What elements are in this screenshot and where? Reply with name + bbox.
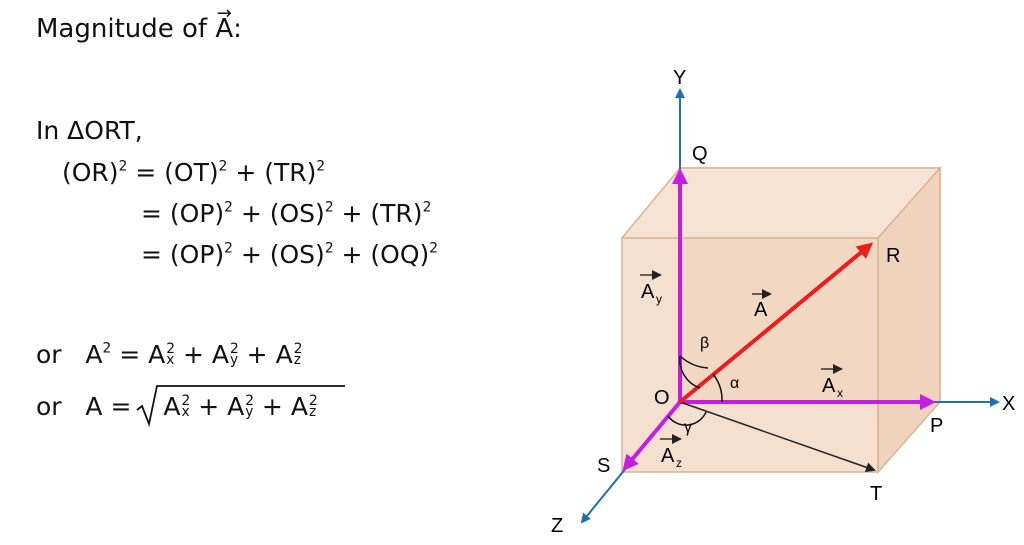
- equation-2: = (OP)2 + (OS)2 + (TR)2: [141, 199, 431, 228]
- title-suffix: :: [233, 14, 242, 44]
- eq1-rhs2-exp: 2: [316, 158, 326, 175]
- eq5-or: or: [36, 392, 62, 421]
- eq4-plus1: +: [182, 340, 204, 369]
- eq4-plus2: +: [246, 340, 268, 369]
- label-angle-alpha: α: [730, 375, 739, 392]
- eq4-ax-sub: x: [166, 352, 175, 369]
- label-vector-a-text: A: [754, 299, 768, 321]
- label-vector-ax: A x: [821, 364, 843, 400]
- eq5-ax-exp: 2: [181, 393, 191, 410]
- label-axis-z: Z: [551, 515, 563, 537]
- eq5-ay-sub: y: [245, 404, 254, 421]
- label-vector-ay-text: A: [641, 281, 655, 303]
- label-angle-gamma: γ: [684, 419, 692, 436]
- cube-front-face: [621, 237, 879, 473]
- eq4-equals: =: [119, 340, 141, 369]
- eq5-ay: A: [227, 392, 245, 421]
- eq4-az-sub: z: [293, 352, 301, 369]
- page-title: Magnitude of A:: [36, 14, 242, 44]
- label-vector-ax-sub: x: [837, 386, 843, 400]
- eq4-az-exp: 2: [293, 341, 303, 358]
- eq5-az: A: [290, 392, 308, 421]
- label-vector-az-text: A: [661, 445, 675, 467]
- label-point-s: S: [597, 455, 610, 477]
- label-vector-ay: A y: [640, 270, 662, 306]
- cube: [620, 166, 942, 474]
- line-ot: [679, 401, 876, 473]
- eq4-ay: A: [211, 340, 229, 369]
- equation-1: (OR)2 = (OT)2 + (TR)2: [62, 158, 325, 187]
- eq3-exp3: 2: [429, 240, 439, 257]
- label-point-t: T: [870, 483, 882, 505]
- eq3-term2: + (OS): [232, 240, 325, 269]
- eq5-ay-exp: 2: [245, 393, 254, 410]
- label-axis-y: Y: [673, 67, 686, 89]
- eq2-exp1: 2: [224, 199, 233, 216]
- eq1-lhs-exp: 2: [118, 158, 128, 175]
- label-angle-beta: β: [700, 335, 709, 352]
- eq4-ay-sub: y: [229, 352, 239, 369]
- eq4-lhs: A: [85, 340, 103, 369]
- eq3-term1: = (OP): [141, 240, 225, 269]
- label-vector-az-sub: z: [676, 456, 682, 470]
- vector-a: [678, 242, 874, 404]
- eq1-rhs-exp: 2: [218, 158, 228, 175]
- eq4-ax-exp: 2: [166, 341, 175, 358]
- eq3-exp2: 2: [324, 240, 334, 257]
- eq4-or: or: [36, 340, 62, 369]
- eq5-az-sub: z: [308, 404, 317, 421]
- title-prefix: Magnitude of: [36, 14, 216, 44]
- eq5-ax: A: [163, 392, 181, 421]
- eq2-exp2: 2: [324, 199, 334, 216]
- eq4-az: A: [275, 340, 293, 369]
- eq2-term3: + (TR): [333, 199, 423, 228]
- angle-beta-arc: [679, 355, 709, 369]
- eq4-ay-exp: 2: [229, 341, 239, 358]
- eq5-equals: =: [110, 392, 132, 421]
- label-vector-az: A z: [660, 434, 682, 470]
- angle-beta-arc-2: [679, 355, 701, 389]
- vector-az: [622, 400, 682, 472]
- eq1-lhs: (OR): [62, 158, 119, 187]
- label-vector-ay-sub: y: [656, 292, 662, 306]
- eq1-rhs: = (OT): [135, 158, 219, 187]
- eq5-plus1: +: [198, 392, 220, 421]
- eq5-lhs: A: [85, 392, 103, 421]
- label-axis-x: X: [1002, 393, 1015, 415]
- radical-sign: [136, 385, 346, 428]
- label-point-q: Q: [692, 143, 708, 165]
- angle-alpha-arc: [712, 373, 723, 403]
- eq3-term3: + (OQ): [333, 240, 430, 269]
- eq5-plus2: +: [261, 392, 283, 421]
- triangle-statement: In ΔORT,: [36, 116, 143, 145]
- eq2-exp3: 2: [422, 199, 432, 216]
- equation-3: = (OP)2 + (OS)2 + (OQ)2: [141, 240, 438, 269]
- label-vector-ax-text: A: [822, 375, 836, 397]
- eq5-az-exp: 2: [308, 393, 318, 410]
- eq2-term1: = (OP): [141, 199, 225, 228]
- title-vector-a: A: [215, 14, 233, 44]
- eq3-exp1: 2: [224, 240, 233, 257]
- label-point-r: R: [886, 245, 900, 267]
- angle-gamma-arc: [667, 411, 707, 426]
- label-point-o: O: [654, 387, 670, 409]
- eq4-ax: A: [148, 340, 166, 369]
- eq5-ax-sub: x: [181, 404, 190, 421]
- eq1-rhs2: + (TR): [227, 158, 317, 187]
- eq4-lhs-exp: 2: [102, 340, 112, 357]
- label-point-p: P: [930, 415, 943, 437]
- eq2-term2: + (OS): [232, 199, 325, 228]
- label-vector-a: A: [752, 289, 772, 321]
